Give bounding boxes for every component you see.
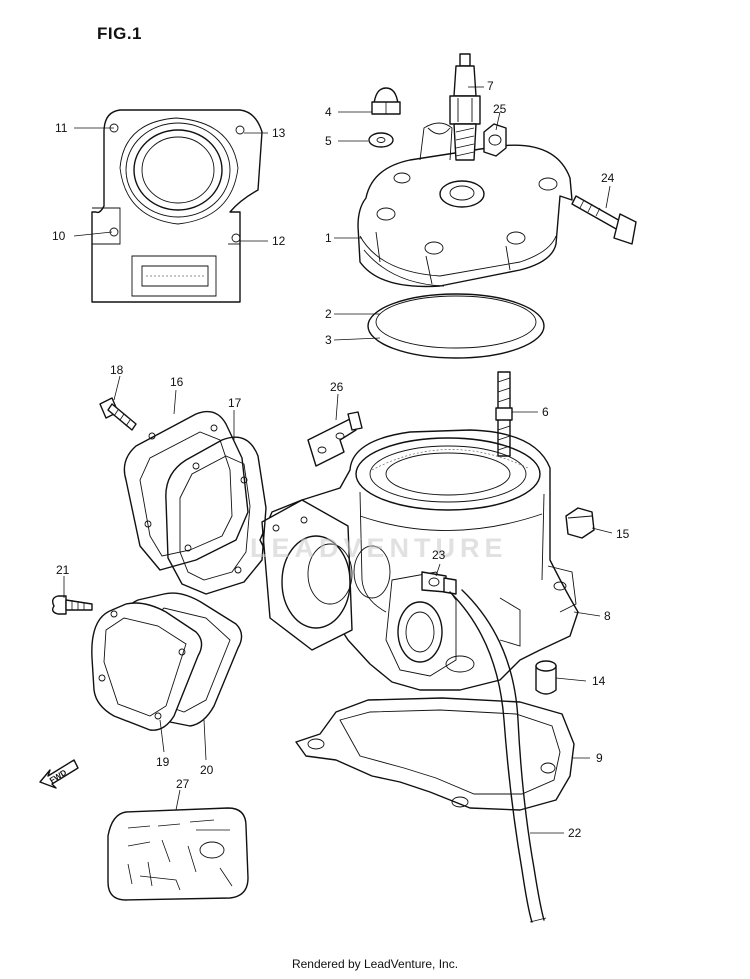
inset-cylinder-top-view — [91, 109, 263, 303]
callout-12: 12 — [272, 234, 286, 248]
callout-8: 8 — [604, 609, 611, 623]
gasket-17 — [165, 436, 267, 595]
callout-13: 13 — [272, 126, 286, 140]
bracket-26 — [307, 411, 363, 467]
cover-19 — [91, 602, 203, 731]
leader-lines — [63, 86, 613, 834]
callout-23: 23 — [432, 548, 446, 562]
callout-4: 4 — [325, 105, 332, 119]
callout-3: 3 — [325, 333, 332, 347]
nut-25 — [483, 123, 507, 157]
screw-21 — [51, 595, 93, 615]
spark-plug — [449, 53, 481, 161]
dowel-pin — [535, 660, 557, 695]
cylinder-exhaust-port — [261, 499, 457, 677]
gasket-set — [107, 807, 249, 901]
cylinder — [259, 429, 579, 691]
cylinder-base-gasket — [295, 697, 575, 811]
watermark: LEADVENTURE — [250, 533, 508, 563]
callout-18: 18 — [110, 363, 124, 377]
figure-title: FIG.1 — [97, 24, 143, 43]
callout-1: 1 — [325, 231, 332, 245]
callout-5: 5 — [325, 134, 332, 148]
callout-17: 17 — [228, 396, 242, 410]
callout-25: 25 — [493, 102, 507, 116]
callout-22: 22 — [568, 826, 582, 840]
callout-2: 2 — [325, 307, 332, 321]
bolt-24 — [571, 195, 637, 245]
callout-9: 9 — [596, 751, 603, 765]
callout-24: 24 — [601, 171, 615, 185]
callout-6: 6 — [542, 405, 549, 419]
head-gasket — [367, 293, 545, 359]
forward-arrow-icon — [39, 759, 79, 789]
gasket-16 — [123, 410, 249, 571]
callout-26: 26 — [330, 380, 344, 394]
callout-16: 16 — [170, 375, 184, 389]
washer — [368, 132, 394, 148]
callout-27: 27 — [176, 777, 190, 791]
callout-14: 14 — [592, 674, 606, 688]
callout-11: 11 — [55, 121, 68, 135]
cap-nut — [371, 87, 401, 115]
hose-fitting — [421, 571, 457, 595]
callout-7: 7 — [487, 79, 494, 93]
hose — [449, 589, 547, 923]
callout-15: 15 — [616, 527, 630, 541]
callout-21: 21 — [56, 563, 70, 577]
footer-credit: Rendered by LeadVenture, Inc. — [291, 957, 459, 971]
bolt-18 — [99, 397, 137, 431]
callout-10: 10 — [52, 229, 66, 243]
cylinder-head — [357, 122, 573, 288]
callout-20: 20 — [200, 763, 214, 777]
callout-19: 19 — [156, 755, 170, 769]
nut-15 — [565, 507, 595, 539]
